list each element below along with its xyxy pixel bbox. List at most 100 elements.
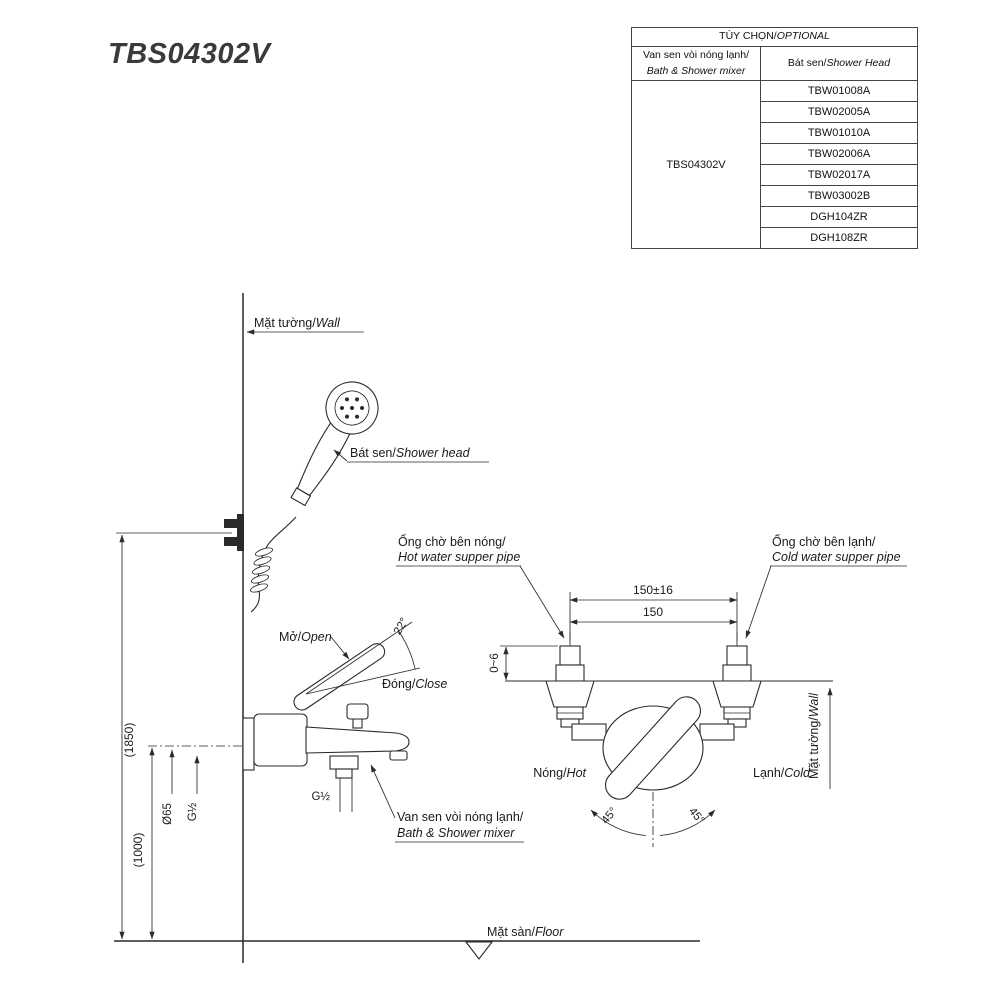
shower-head-column-header: Bát sen/Shower Head [760,45,918,82]
coil-ring [253,556,272,566]
diverter-stem [352,718,363,729]
cold-label: Lạnh/Cold [753,766,811,780]
open-position-line [305,621,413,695]
bracket-hook [224,519,243,528]
open-label: Mở/Open [279,630,332,644]
close-label: Đóng/Close [382,677,447,691]
wall-bracket [224,514,244,551]
bracket-plate [237,514,244,551]
rotation-arc-right [659,809,716,836]
spout-tip [389,750,408,761]
mixer-column-header-en: Bath & Shower mixer [646,64,746,77]
dim-150-text: 150 [643,605,663,619]
mixer-column-header: Van sen vòi nóng lạnh/Bath & Shower mixe… [631,45,761,82]
handset-face [334,390,370,426]
hot-supply-pipe [545,632,595,728]
mixer-label-line1: Van sen vòi nóng lạnh/ [397,810,524,824]
options-table: TÙY CHỌN/OPTIONAL Van sen vòi nóng lạnh/… [631,27,918,250]
ghalf-wall-text: G½ [187,802,199,821]
spout [305,726,410,754]
outlet-fitting [329,755,359,770]
connector [727,718,747,728]
mixer-label-leader [370,764,396,819]
pipe-socket [555,664,585,682]
body-link-left [571,723,607,741]
open-label-leader [330,636,350,660]
handset-handle [296,421,351,497]
shower-head-label-leader [333,449,348,462]
handset-nut [290,487,312,507]
table-row: TBS04302V TBW01008A [631,80,918,250]
bracket-hook [224,537,243,546]
ghalf-outlet-text: G½ [311,791,330,803]
escutcheon [712,680,762,708]
spray-dot [339,405,344,410]
diverter-knob [346,703,369,720]
coil-ring [249,583,269,593]
coil-ring [254,547,274,557]
floor-symbol [464,941,494,960]
wall-label-front: Mặt tường/Wall [807,692,821,779]
hot-pipe-label-line2: Hot water supper pipe [398,550,520,564]
dim-protrusion-text: 0~6 [489,653,501,673]
cold-pipe-label-line1: Ống chờ bên lạnh/ [772,534,876,549]
spray-dot [350,406,354,410]
mixer-side-view: 22° [242,616,421,812]
side-view-drawing: Mặt tường/Wall [114,293,700,963]
coil-ring [251,565,271,575]
table-row: TBW03002B [632,185,918,208]
spray-dot [360,406,365,411]
hot-pipe-label-line1: Ống chờ bên nóng/ [398,534,506,549]
table-column-header-row: Van sen vòi nóng lạnh/Bath & Shower mixe… [631,45,918,82]
shower-head-column-header-en: Shower Head [826,56,891,69]
angle-45-left-text: 45° [600,806,620,827]
handle-lever-front [604,696,702,800]
escutcheon [545,680,595,708]
coil-ring [250,574,270,584]
pipe-fitting [726,645,748,666]
handle-lever-side [293,643,386,711]
shower-head-code: TBW01008A [760,80,918,103]
dim-1850-text: (1850) [122,723,136,758]
shower-head-column-header-vi: Bát sen/ [787,56,827,69]
cold-pipe-label-leader [745,565,772,639]
cold-pipe-label-line2: Cold water supper pipe [772,550,901,564]
cold-supply-pipe [712,632,762,728]
hose-coil [249,547,274,593]
floor-label: Mặt sàn/Floor [487,925,564,939]
table-title-cell: TÙY CHỌN/OPTIONAL [631,27,918,47]
spray-dot [355,414,360,419]
hot-pipe-label-leader [519,565,565,639]
table-row: TBW02006A [632,143,918,166]
shower-head-label: Bát sen/Shower head [350,446,471,460]
dim-150-16-text: 150±16 [633,583,673,597]
spray-dot [355,397,359,402]
shower-head-code: DGH104ZR [760,206,918,229]
front-view-drawing: Mặt tường/Wall [396,534,907,847]
dim-1000-text: (1000) [131,833,145,868]
mixer-code-cell: TBS04302V [631,80,761,250]
wall-escutcheon [242,717,255,771]
shower-handset [290,381,379,507]
table-title-en: OPTIONAL [776,30,830,42]
shower-head-code: TBW02006A [760,143,918,166]
lever-shape [293,643,386,711]
spray-dot [344,397,349,402]
shower-head-code: DGH108ZR [760,227,918,250]
table-row: DGH104ZR [632,206,918,229]
connector [560,718,580,728]
lever-shape [604,696,702,800]
pipe-socket [722,664,752,682]
table-row: DGH108ZR [632,227,918,250]
rotation-arc-left [590,809,647,836]
mixer-column-header-vi: Van sen vòi nóng lạnh/ [642,48,750,61]
table-row: TBW01010A [632,122,918,145]
shower-head-code: TBW03002B [760,185,918,208]
table-title-vi: TÙY CHỌN/ [719,30,777,42]
table-row: TBW02017A [632,164,918,187]
body-link-right [699,723,735,741]
close-position-line [305,667,421,695]
mixer-body-side [253,713,308,767]
